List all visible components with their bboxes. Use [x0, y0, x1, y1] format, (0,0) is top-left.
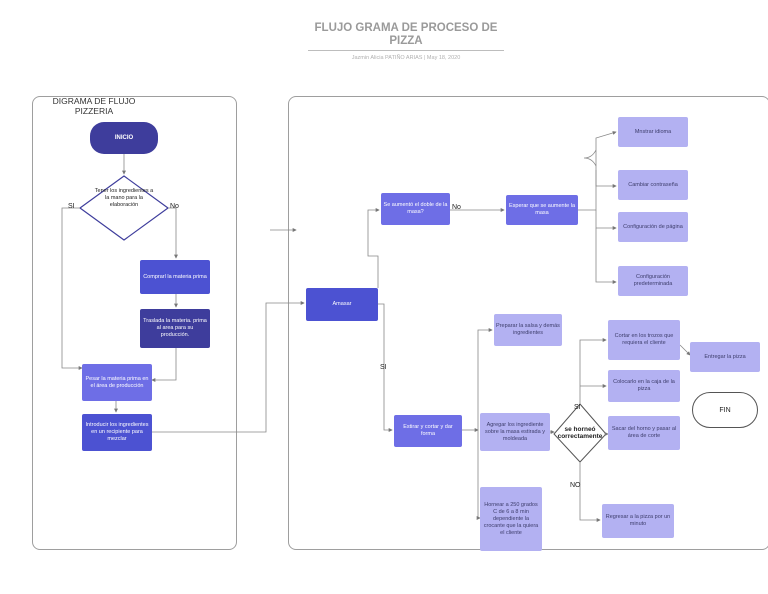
- title-divider: [308, 50, 504, 51]
- return-oven-node: Regresar a la pizza por un minuto: [602, 504, 674, 538]
- edge-add-prepare: [477, 328, 493, 430]
- stretch-shape-node: Estirar y cortar y dar forma: [394, 415, 462, 447]
- deliver-pizza-node: Entregar la pizza: [690, 342, 760, 372]
- box-pizza-node: Colocarlo en la caja de la pizza: [608, 370, 680, 402]
- decision-diamond-1: [78, 175, 170, 241]
- wait-rise-node: Esperar que se aumente la masa: [506, 195, 578, 225]
- end-node: FIN: [692, 392, 758, 428]
- weigh-material-node: Pesar la materia prima en el área de pro…: [82, 364, 152, 401]
- left-panel-label: DIGRAMA DE FLUJO PIZZERIA: [52, 96, 136, 116]
- edge-add-bake: [476, 430, 481, 520]
- cut-slices-node: Cortar en los trozos que requiera el cli…: [608, 320, 680, 360]
- edge-si-cut: [579, 338, 607, 404]
- edge-si-weigh: [61, 207, 83, 370]
- knead-node: Amasar: [306, 288, 378, 321]
- edge-knead-riseq: [367, 208, 380, 288]
- prepare-sauce-node: Preparar la salsa y demás ingredientes: [494, 314, 562, 346]
- add-ingredients-node: Agregar los ingrediente sobre la masa es…: [480, 413, 550, 451]
- bake-node: Hornear a 250 grados C de 6 a 8 min depe…: [480, 487, 542, 551]
- baked-no-label: NO: [570, 482, 581, 489]
- edge-knead-stretch: [378, 303, 393, 432]
- diagram-title: FLUJO GRAMA DE PROCESO DE PIZZA: [314, 22, 498, 47]
- left-panel-frame: [32, 96, 237, 550]
- author-date: Jazmin Alicia PATIÑO ARIAS | May 18, 202…: [351, 55, 461, 61]
- edge-no-buy: [168, 207, 178, 259]
- buy-raw-material-node: Comprarl la materia prima: [140, 260, 210, 294]
- edge-move-weigh: [151, 348, 177, 382]
- default-config-node: Configuración predeterminada: [618, 266, 688, 296]
- page-config-node: Configuración de página: [618, 212, 688, 242]
- decision-ingredients-text: Tener los ingredientes a la mano para la…: [94, 188, 154, 208]
- left-no-label: No: [170, 203, 179, 210]
- edge-cut-deliver: [679, 344, 691, 356]
- brace-settings: [583, 149, 597, 167]
- edge-mix-knead: [152, 301, 305, 433]
- start-node: INICIO: [90, 122, 158, 154]
- move-raw-material-node: Traslada la materia. prima al area para …: [140, 309, 210, 348]
- remove-oven-node: Sacar del horno y pasar al área de corte: [608, 416, 680, 450]
- dough-rise-question-node: Se aumentó el doble de la masa?: [381, 193, 450, 225]
- change-language-node: Mnstrar idioma: [618, 117, 688, 147]
- change-password-node: Cambiar contraseña: [618, 170, 688, 200]
- knead-si-label: SI: [380, 364, 387, 371]
- edge-no-return: [579, 462, 601, 522]
- rise-no-label: No: [452, 204, 461, 211]
- edge-wait-default: [595, 228, 617, 284]
- baked-question-text: se horneó correctamente: [557, 426, 603, 440]
- baked-si-label: SI: [574, 404, 581, 411]
- left-yes-label: SI: [68, 203, 75, 210]
- edge-wait-page: [595, 210, 617, 230]
- edge-wait-pass: [595, 170, 617, 188]
- edge-wait-lang: [578, 131, 617, 211]
- mix-ingredients-node: Introducir los ingredientes en un recipi…: [82, 414, 152, 451]
